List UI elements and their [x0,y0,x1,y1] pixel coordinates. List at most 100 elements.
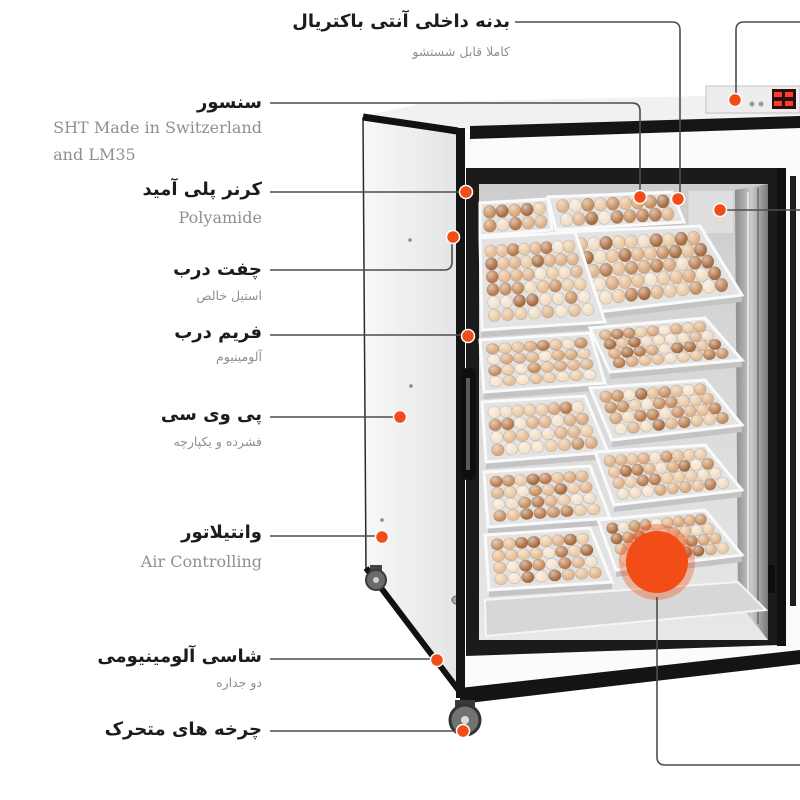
egg-highlight [608,466,621,478]
egg-highlight [671,406,684,418]
egg-highlight [563,471,577,483]
egg-highlight [585,436,598,449]
egg-highlight [584,555,598,568]
egg-highlight [641,398,654,410]
callout-line-offscreen-top-right [735,21,800,93]
egg-highlight [520,203,534,216]
egg-highlight [487,296,500,309]
egg-highlight [490,475,503,488]
egg-tray-rim [598,295,742,319]
side-panel-hole [408,238,412,242]
egg-highlight [672,516,685,528]
egg-highlight [716,477,729,489]
egg-highlight [543,254,556,267]
egg-highlight [549,279,562,292]
control-button [758,101,764,107]
egg-highlight [631,247,644,261]
egg-highlight [490,431,503,444]
callout-dot-wheels [455,723,471,739]
callout-door-frame: فریم درب آلومینیوم [174,319,262,367]
display-segment [785,92,793,97]
egg-highlight [689,281,703,295]
egg-highlight [599,390,612,403]
egg-tray-rim [489,582,612,597]
egg-tray-rim [482,322,605,337]
egg-highlight [650,518,663,530]
egg-highlight [520,255,533,269]
egg-highlight [484,244,497,258]
egg-highlight [666,482,679,495]
callout-dot-inner-body [670,191,686,207]
egg-highlight [694,448,707,460]
callout-subtitle: فشرده و یکپارچه [173,434,262,449]
egg-highlight [683,449,696,461]
egg-highlight [564,533,577,546]
egg-highlight [532,559,546,571]
caster-wheel-rear [365,565,387,591]
egg-tray-rim [484,383,605,399]
egg-highlight [569,370,583,381]
egg-highlight [558,438,571,451]
egg-highlight [604,401,617,414]
egg-highlight [628,336,641,348]
egg-highlight [519,560,533,572]
egg-highlight [716,412,729,424]
control-panel [705,85,800,114]
egg-highlight [511,341,525,353]
egg-highlight [540,241,553,254]
egg-highlight [649,451,662,464]
egg-highlight [614,543,627,555]
egg-highlight [703,413,716,426]
callout-dot-pvc [392,409,408,425]
egg-highlight [551,534,565,547]
egg-highlight [556,371,570,382]
egg-highlight [557,494,571,506]
egg-highlight [521,571,535,583]
egg-highlight [690,459,703,471]
egg-highlight [486,270,499,284]
egg-highlight [652,419,665,431]
egg-highlight [516,485,530,497]
egg-highlight [622,531,634,543]
egg-highlight [571,556,585,568]
egg-highlight [624,234,638,249]
callout-dot-large [626,531,688,593]
egg-highlight [508,256,521,269]
egg-highlight [574,337,588,349]
egg-highlight [567,545,581,557]
egg-trays [478,190,746,597]
egg-highlight [635,388,648,400]
egg-highlight [627,421,640,434]
egg-highlight [529,484,542,497]
side-panel-hole [409,384,413,388]
egg-highlight [513,294,526,308]
egg-tray-rim [612,425,742,447]
callout-subtitle: دو جداره [216,675,262,690]
egg-highlight [516,374,530,385]
egg-highlight [493,510,507,522]
egg-highlight [579,481,593,493]
egg-highlight [580,358,594,370]
egg-highlight [623,327,636,339]
callout-corner: کرنر پلی آمید Polyamide [142,176,262,231]
egg-highlight [671,450,684,462]
egg-highlight [682,269,696,283]
callout-pvc: پی وی سی فشرده و یکپارچه [161,401,262,452]
egg-highlight [674,232,688,246]
egg-highlight [696,403,709,416]
egg-highlight [599,329,612,341]
egg-highlight [518,242,531,256]
egg-highlight [650,258,664,273]
egg-highlight [611,390,624,402]
egg-highlight [638,286,651,301]
egg-highlight [644,195,657,209]
egg-highlight [682,384,695,396]
egg-highlight [701,393,714,405]
egg-highlight [689,331,702,342]
egg-highlight [533,507,547,519]
egg-highlight [606,276,619,290]
egg-highlight [640,420,653,433]
egg-highlight [663,257,676,272]
callout-subtitle: استیل خالص [196,288,262,303]
callout-title: چرخه های متحرک [104,719,262,740]
